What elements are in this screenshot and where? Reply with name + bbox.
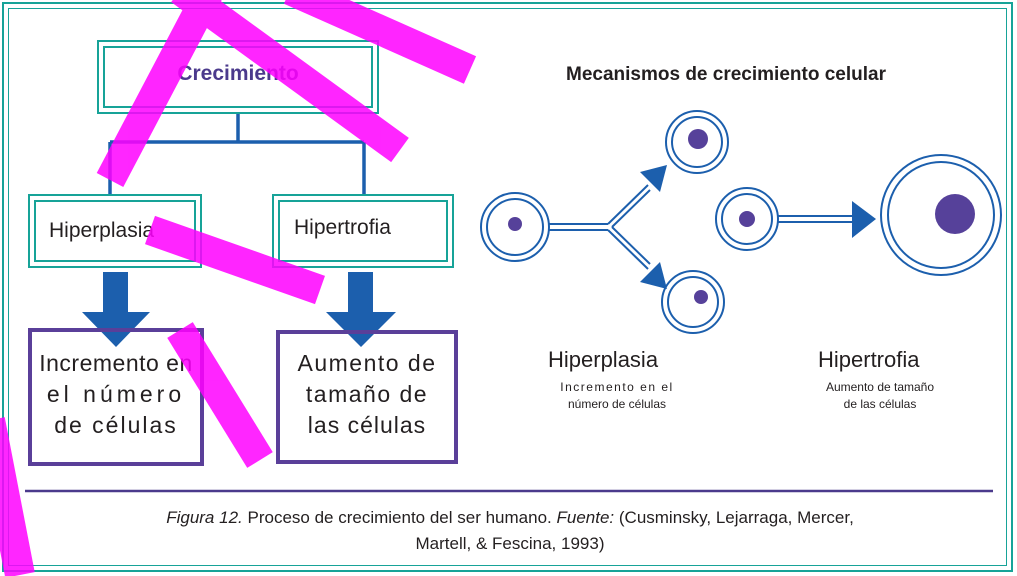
result-right-line-1: Aumento de [297,350,437,376]
hyperplasia-source-cell [480,192,550,262]
hiperplasia-result-box: Incremento en el número de células [28,328,204,466]
down-arrow-right [326,272,396,347]
hypertrophy-small-cell [715,187,779,251]
result-right-line-2: tamaño de [305,381,429,407]
nucleus-top [688,129,708,149]
caption-line-1: Figura 12. Proceso de crecimiento del se… [40,505,980,531]
mech-hiperplasia-title: Hiperplasia [548,347,659,372]
daughter-cell-bottom [661,270,725,334]
crecimiento-label: Crecimiento [177,62,299,85]
nucleus-source [508,217,522,231]
mechanisms-title: Mecanismos de crecimiento celular [566,64,886,85]
figure-caption: Figura 12. Proceso de crecimiento del se… [40,505,980,557]
nucleus-small [739,211,755,227]
caption-line-2: Martell, & Fescina, 1993) [415,534,605,553]
mech-hipertrofia-desc-2: de las células [843,397,917,411]
hyperplasia-split-lines [549,184,651,270]
nucleus-bottom [694,290,708,304]
mech-hipertrofia-title: Hipertrofia [818,347,920,372]
daughter-cell-top [665,110,729,174]
hipertrofia-result-box: Aumento de tamaño de las células [276,330,458,464]
caption-text: Proceso de crecimiento del ser humano. [247,508,552,527]
result-left-line-1: Incremento en [39,350,193,376]
tree-connectors [108,112,366,195]
inner-frame [8,8,1007,566]
figure-label: Figura 12. [166,508,243,527]
result-right-line-3: las células [307,412,427,438]
hiperplasia-label: Hiperplasia [49,219,155,242]
arrow-right [852,201,876,238]
hypertrophy-large-cell [880,154,1002,276]
arrow-up-right [640,165,667,192]
nucleus-large [935,194,975,234]
arrow-down-right [640,262,667,289]
hipertrofia-label: Hipertrofia [294,216,391,239]
source-text: (Cusminsky, Lejarraga, Mercer, [618,508,854,527]
mech-hiperplasia-desc-2: número de células [567,397,667,411]
mech-hiperplasia-desc-1: Incremento en el [560,380,674,394]
hypertrophy-connector [778,215,855,223]
source-label: Fuente: [556,508,615,527]
result-left-line-2: el número [46,381,186,407]
result-left-line-3: de células [54,412,178,438]
mech-hipertrofia-desc-1: Aumento de tamaño [825,380,935,394]
